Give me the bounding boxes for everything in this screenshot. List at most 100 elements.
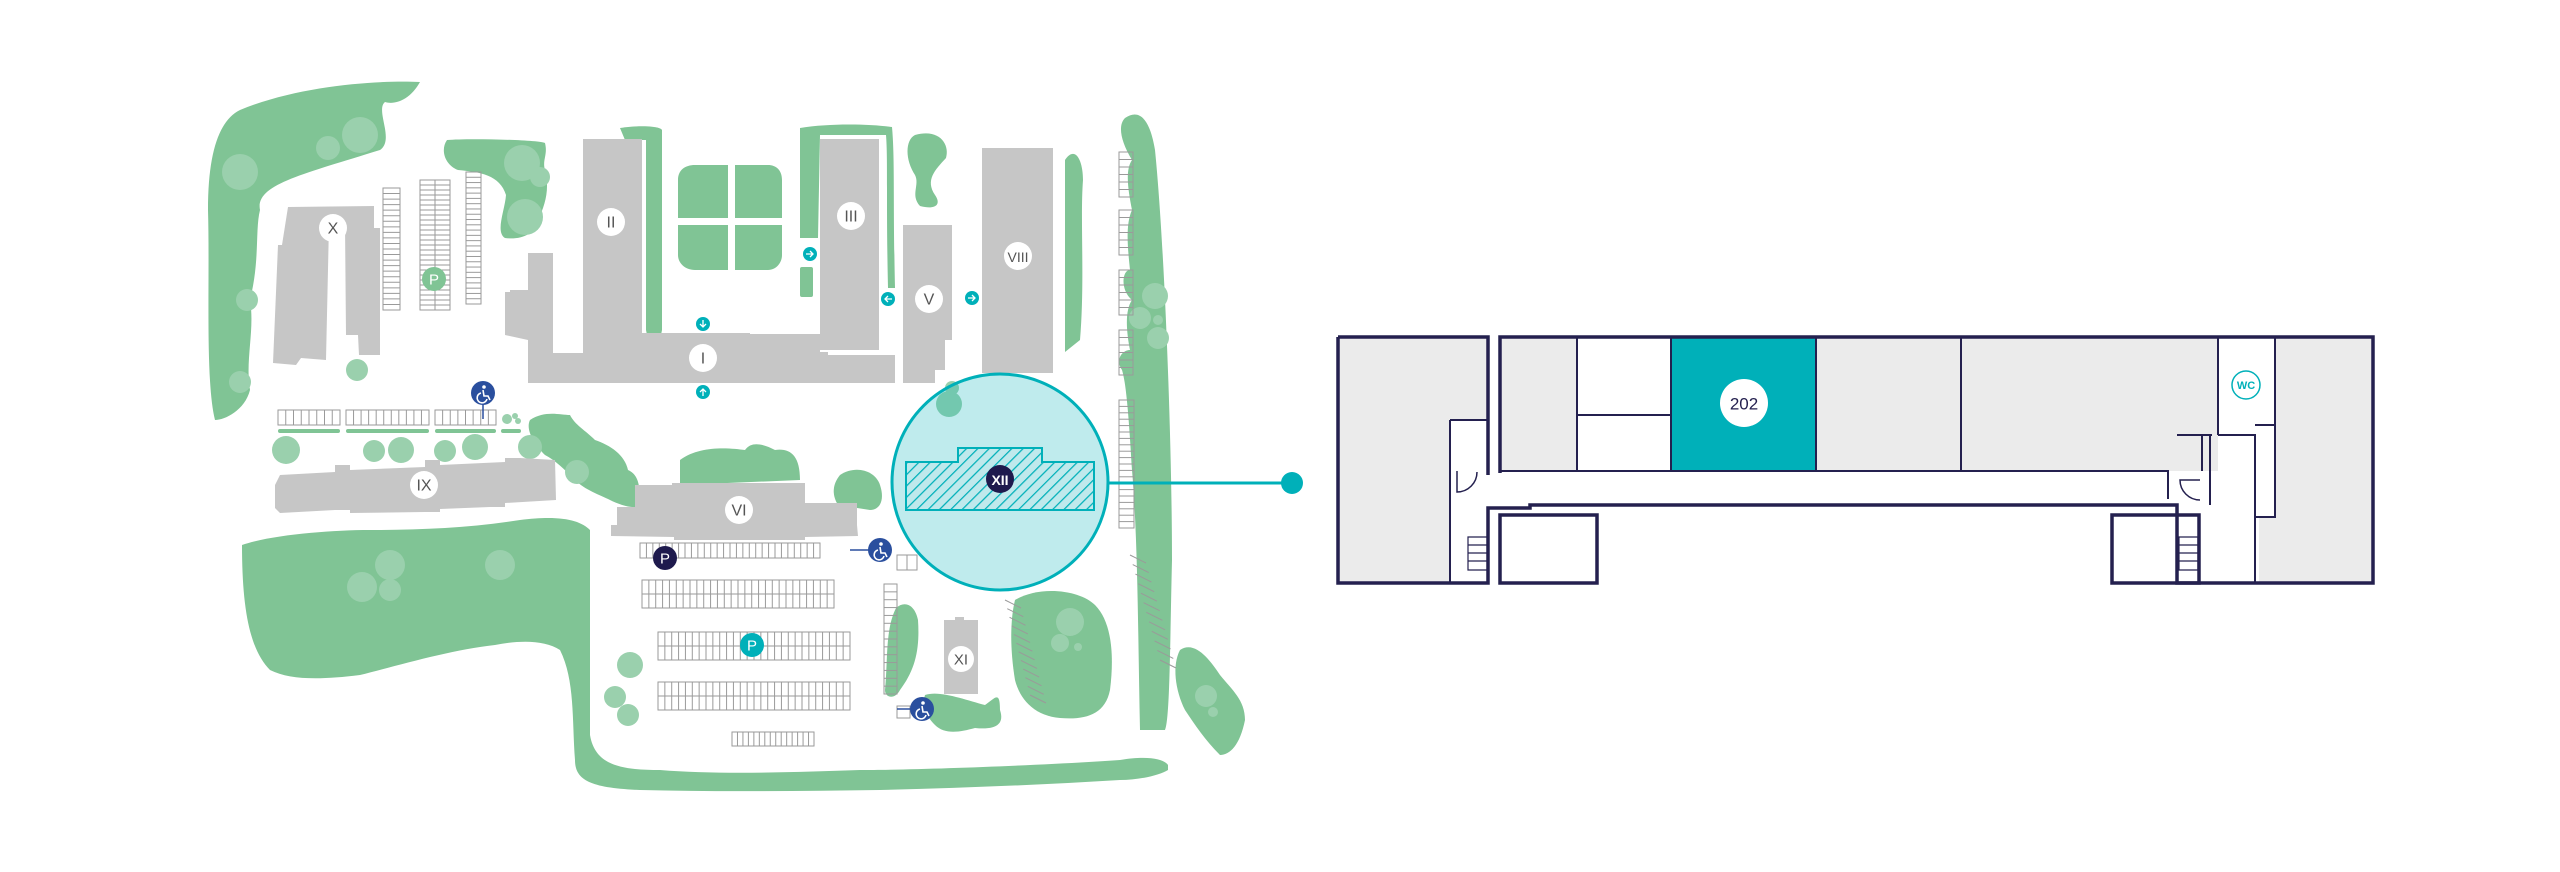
trees bbox=[222, 117, 1218, 726]
green-areas bbox=[208, 81, 1245, 792]
parking-stall-line bbox=[1007, 608, 1024, 618]
label-IX[interactable]: IX bbox=[410, 471, 438, 499]
label-V[interactable]: V bbox=[915, 285, 943, 313]
room-202-label[interactable]: 202 bbox=[1720, 379, 1768, 427]
blob-north-V bbox=[907, 133, 947, 208]
blob-north-VI bbox=[680, 444, 800, 485]
svg-text:P: P bbox=[747, 638, 757, 655]
parking-markers: P P P bbox=[422, 267, 764, 657]
parking-stall-line bbox=[1143, 602, 1160, 612]
parking-stall-line bbox=[1146, 611, 1163, 621]
wc-icon[interactable]: WC bbox=[2231, 370, 2261, 400]
parking-marker-south[interactable]: P bbox=[740, 633, 764, 657]
room-203[interactable] bbox=[1816, 337, 1961, 471]
parking-stall-line bbox=[1016, 642, 1033, 652]
svg-text:X: X bbox=[328, 221, 339, 238]
connector-dot bbox=[1281, 472, 1303, 494]
building-X[interactable] bbox=[273, 206, 380, 365]
highlight-building-XII[interactable] bbox=[890, 372, 1303, 592]
blob-south-east bbox=[1011, 590, 1112, 719]
hedge bbox=[501, 429, 521, 433]
hedge bbox=[435, 429, 496, 433]
parking-lots bbox=[277, 151, 1177, 747]
svg-text:VI: VI bbox=[731, 503, 746, 520]
strip-east-of-II bbox=[620, 126, 662, 341]
svg-text:VIII: VIII bbox=[1007, 249, 1028, 265]
svg-text:V: V bbox=[924, 292, 935, 309]
blob-south-strip-west bbox=[885, 604, 919, 697]
parking-stall-line bbox=[1009, 616, 1026, 626]
svg-text:IX: IX bbox=[416, 478, 431, 495]
arrow-up-icon[interactable] bbox=[696, 385, 710, 399]
label-X[interactable]: X bbox=[319, 214, 347, 242]
label-XII[interactable]: XII bbox=[986, 465, 1014, 493]
entrance-markers bbox=[696, 247, 979, 399]
parking-marker-north[interactable]: P bbox=[422, 267, 446, 291]
parking-lot bbox=[731, 731, 815, 747]
svg-text:WC: WC bbox=[2237, 380, 2255, 392]
label-II[interactable]: II bbox=[597, 208, 625, 236]
parking-stall-line bbox=[1018, 651, 1035, 661]
parking-stall-line bbox=[1151, 630, 1169, 640]
arrow-down-icon[interactable] bbox=[696, 317, 710, 331]
parking-stall-line bbox=[1011, 625, 1029, 635]
parking-stall-line bbox=[1013, 634, 1031, 643]
parking-stall-line bbox=[1004, 599, 1022, 609]
arrow-right-icon[interactable] bbox=[965, 291, 979, 305]
room-west-small[interactable] bbox=[1500, 337, 1577, 471]
label-I[interactable]: I bbox=[689, 344, 717, 372]
parking-stall-line bbox=[1148, 621, 1166, 631]
parking-stall-line bbox=[1022, 668, 1040, 678]
label-VIII[interactable]: VIII bbox=[1004, 242, 1032, 270]
floor-plan: 202 WC bbox=[1336, 335, 2375, 585]
blob-east-VI bbox=[833, 469, 882, 510]
label-VI[interactable]: VI bbox=[725, 496, 753, 524]
label-XI[interactable]: XI bbox=[948, 646, 974, 672]
parking-lot bbox=[465, 171, 482, 305]
wheelchair-icon[interactable] bbox=[471, 381, 495, 419]
wheelchair-icon[interactable] bbox=[897, 697, 934, 721]
strip-west-III-lower bbox=[800, 267, 813, 297]
room-east-wing[interactable] bbox=[2259, 337, 2373, 583]
parking-marker-vi[interactable]: P bbox=[653, 546, 677, 570]
strip-around-III bbox=[800, 124, 895, 288]
room-west-wing[interactable] bbox=[1338, 337, 1488, 583]
park-south bbox=[242, 518, 1168, 792]
accessible-parking-markers bbox=[471, 381, 934, 721]
parking-stall-line bbox=[1029, 694, 1047, 704]
blob-between-IX-VI bbox=[528, 413, 640, 508]
parking-stall-line bbox=[1137, 583, 1155, 593]
building-labels: X II III V VIII I IX VI XI XII bbox=[319, 202, 1032, 672]
arrow-right-icon[interactable] bbox=[803, 247, 817, 261]
blob-near-XI bbox=[923, 693, 1002, 732]
arrow-left-icon[interactable] bbox=[881, 292, 895, 306]
parking-stall-line bbox=[1025, 677, 1042, 687]
label-III[interactable]: III bbox=[837, 202, 865, 230]
parking-stall-line bbox=[1020, 660, 1038, 669]
parking-stall-line bbox=[1132, 564, 1149, 573]
strip-east-VIII bbox=[1065, 153, 1083, 352]
parking-stall-line bbox=[1157, 650, 1174, 659]
park-northwest bbox=[208, 81, 420, 420]
parking-stall-line bbox=[1154, 640, 1171, 650]
parking-stall-line bbox=[1135, 573, 1152, 583]
building-II[interactable] bbox=[505, 139, 750, 383]
room-204[interactable] bbox=[1961, 337, 2119, 471]
svg-text:P: P bbox=[429, 272, 439, 289]
wheelchair-icon[interactable] bbox=[850, 538, 892, 562]
parking-stall-line bbox=[1159, 659, 1177, 669]
building-III[interactable] bbox=[820, 139, 879, 350]
hedge bbox=[346, 429, 429, 433]
strip-east-border bbox=[1119, 114, 1172, 731]
parking-stall-line bbox=[1129, 554, 1147, 564]
svg-text:P: P bbox=[660, 551, 670, 568]
room-205[interactable] bbox=[2119, 337, 2218, 471]
svg-text:III: III bbox=[844, 209, 857, 226]
parking-stall-line bbox=[1027, 685, 1044, 695]
parking-lot bbox=[896, 705, 911, 719]
svg-text:II: II bbox=[607, 215, 616, 232]
building-I[interactable] bbox=[750, 334, 895, 383]
svg-text:XI: XI bbox=[954, 652, 968, 669]
